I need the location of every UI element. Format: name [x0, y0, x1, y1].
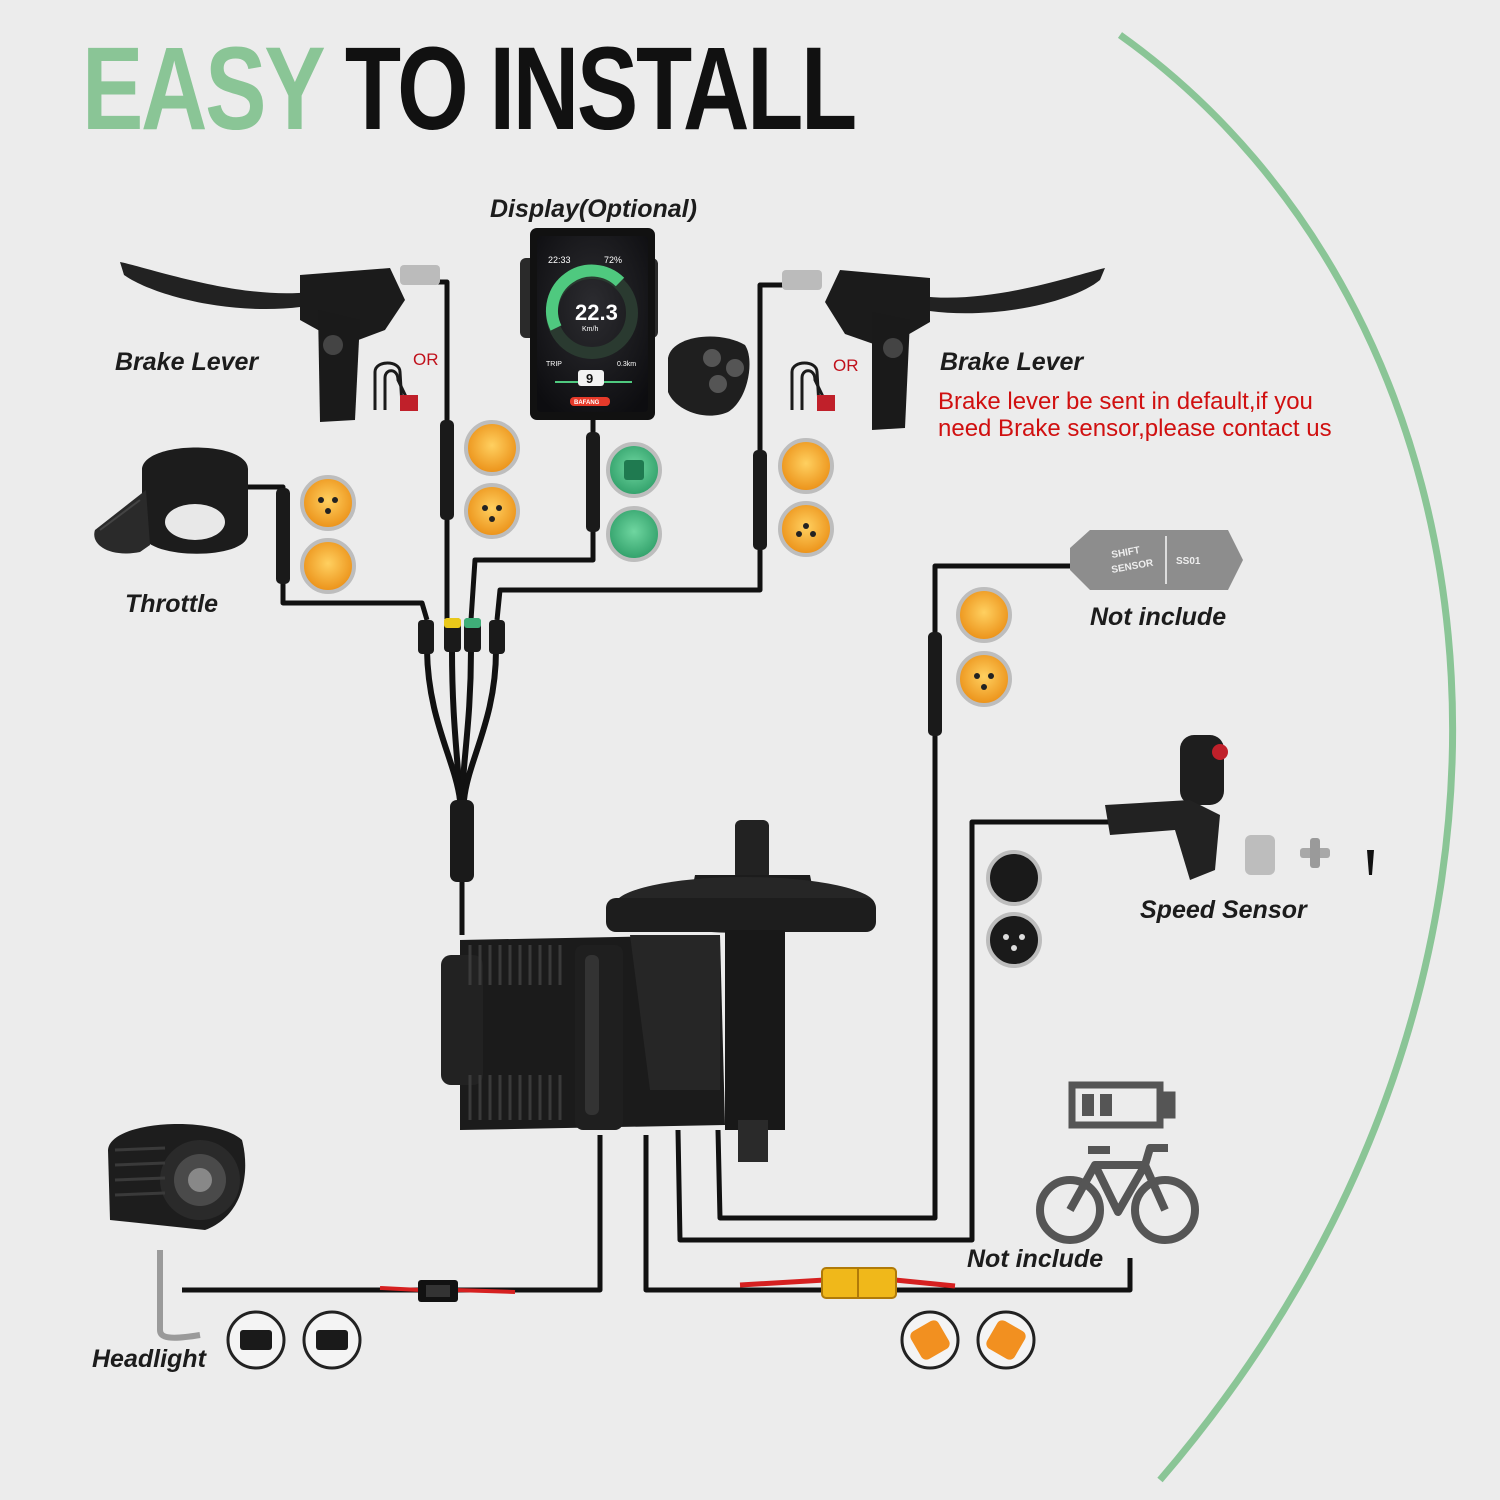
display-battery: 72% — [604, 255, 622, 265]
inline-connectors — [276, 420, 942, 736]
display-trip-label: TRIP — [546, 361, 562, 368]
shift-sensor-model: SS01 — [1176, 556, 1201, 567]
mid-drive-motor — [441, 820, 876, 1162]
connector-badge — [956, 587, 1012, 643]
title-part-2: TO INSTALL — [344, 23, 857, 155]
display-time: 22:33 — [548, 255, 571, 265]
headlight-lamp — [108, 1123, 246, 1341]
connector-badge — [606, 506, 662, 562]
throttle — [94, 447, 249, 554]
connector-badge — [464, 420, 520, 476]
harness-plugs — [418, 618, 505, 654]
or-label-right: OR — [833, 356, 859, 375]
connector-badge — [300, 538, 356, 594]
headlight-inline-plug — [379, 1280, 516, 1302]
page-title: EASY TO INSTALL — [82, 30, 857, 148]
shift-sensor-not-included-label: Not include — [1090, 603, 1227, 631]
connector-badge — [300, 475, 356, 531]
battery-icon — [1068, 1081, 1176, 1129]
connector-badge — [986, 850, 1042, 906]
connector-badge — [464, 483, 520, 539]
shift-sensor: SHIFT SENSOR SS01 — [1070, 530, 1243, 590]
brake-note-line-1: Brake lever be sent in default,if you — [938, 388, 1313, 415]
brake-lever-left-label: Brake Lever — [115, 348, 259, 376]
display-screen-text: 22:33 72% 22.3 Km/h TRIP 0.3km 9 BAFANG — [546, 255, 636, 406]
connector-badge — [956, 651, 1012, 707]
display-brand: BAFANG — [574, 400, 600, 406]
headlight-label: Headlight — [92, 1345, 206, 1373]
connector-badge — [778, 438, 834, 494]
brake-sensor-cable-right — [790, 361, 835, 411]
display-trip-value: 0.3km — [617, 361, 636, 368]
display-speed-unit: Km/h — [582, 326, 598, 333]
speed-sensor-label: Speed Sensor — [1140, 896, 1307, 924]
brake-sensor-note: Brake lever be sent in default,if you ne… — [938, 388, 1332, 442]
shift-sensor-line1: SHIFT — [1111, 545, 1141, 561]
brake-note-line-2: need Brake sensor,please contact us — [938, 415, 1332, 442]
display-label: Display(Optional) — [490, 195, 697, 223]
connector-pins — [240, 460, 1026, 1360]
display-gear: 9 — [586, 371, 593, 386]
brake-sensor-cable-left — [373, 361, 418, 411]
harness-sleeve — [450, 800, 474, 882]
display-unit — [520, 228, 658, 420]
display-speed: 22.3 — [575, 300, 618, 325]
or-label-left: OR — [413, 350, 439, 369]
y-harness — [424, 649, 499, 801]
speed-sensor — [1105, 735, 1374, 880]
brake-lever-left — [120, 262, 440, 422]
decorative-arc — [1117, 32, 1457, 1483]
bicycle-icon — [1036, 1144, 1199, 1244]
connector-badge — [986, 912, 1042, 968]
throttle-label: Throttle — [125, 590, 219, 618]
remote-button-pad — [668, 336, 750, 416]
brake-lever-right-label: Brake Lever — [940, 348, 1084, 376]
battery-inline-plug — [739, 1267, 956, 1299]
title-part-1: EASY — [82, 23, 324, 155]
battery-not-included-label: Not include — [967, 1245, 1104, 1273]
brake-lever-right — [782, 268, 1105, 430]
